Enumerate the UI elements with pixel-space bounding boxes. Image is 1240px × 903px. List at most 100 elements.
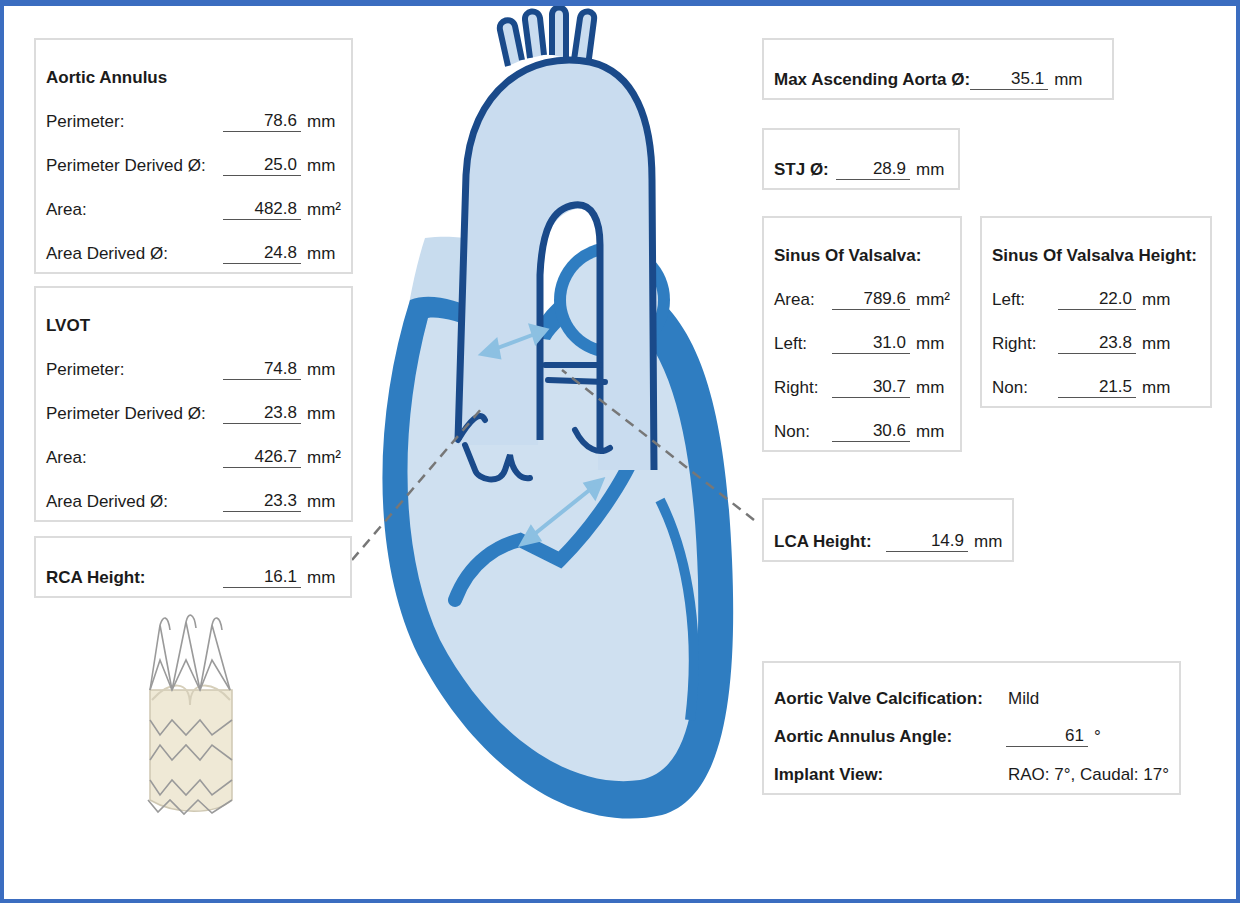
measure-row: Max Ascending Aorta Ø:35.1mm <box>774 48 1102 90</box>
measure-value: 23.8 <box>1058 333 1136 354</box>
measure-label: Non: <box>774 422 832 442</box>
measure-label: Area Derived Ø: <box>46 244 223 264</box>
measure-label: Max Ascending Aorta Ø: <box>774 70 970 90</box>
unit: mm² <box>301 448 341 468</box>
box-heading: Aortic Annulus <box>46 68 167 88</box>
measure-row: LVOT <box>46 296 341 336</box>
measure-row: Sinus Of Valsalva: <box>774 226 950 266</box>
measure-row: Perimeter Derived Ø:23.8mm <box>46 380 341 424</box>
measure-value: 21.5 <box>1058 377 1136 398</box>
measure-value: 78.6 <box>223 111 301 132</box>
measure-label: Area: <box>774 290 832 310</box>
measurement-box: LCA Height:14.9mm <box>762 498 1014 562</box>
measure-label: Left: <box>774 334 832 354</box>
unit: mm <box>301 112 335 132</box>
measure-label: Perimeter: <box>46 112 223 132</box>
unit: mm <box>301 404 335 424</box>
measure-row: Non:30.6mm <box>774 398 950 442</box>
measure-row: Left:31.0mm <box>774 310 950 354</box>
measure-row: Aortic Annulus Angle:61° <box>774 709 1169 747</box>
measure-value: 61 <box>1006 726 1088 747</box>
unit: mm <box>910 334 944 354</box>
measure-row: LCA Height:14.9mm <box>774 508 1002 552</box>
measure-row: Left:22.0mm <box>992 266 1200 310</box>
measure-row: Perimeter:74.8mm <box>46 336 341 380</box>
measure-row: Sinus Of Valsalva Height: <box>992 226 1200 266</box>
measure-row: Right:30.7mm <box>774 354 950 398</box>
unit: mm <box>910 160 944 180</box>
aorta-outer-wall <box>458 60 654 470</box>
measure-label: Perimeter Derived Ø: <box>46 404 223 424</box>
measure-label: Aortic Valve Calcification: <box>774 689 1006 709</box>
measure-value: 14.9 <box>886 531 968 552</box>
measurement-box: STJ Ø:28.9mm <box>762 128 960 190</box>
measure-row: Area:426.7mm² <box>46 424 341 468</box>
heart-wall <box>382 280 733 819</box>
measure-value: 25.0 <box>223 155 301 176</box>
measure-value: 426.7 <box>223 447 301 468</box>
measure-value: 74.8 <box>223 359 301 380</box>
measurement-box: Max Ascending Aorta Ø:35.1mm <box>762 38 1114 100</box>
measure-value: 23.8 <box>223 403 301 424</box>
unit: mm <box>1048 70 1082 90</box>
measure-row: Area Derived Ø:24.8mm <box>46 220 341 264</box>
measure-label: Right: <box>774 378 832 398</box>
unit: mm <box>301 360 335 380</box>
measure-value: 24.8 <box>223 243 301 264</box>
measure-label: Perimeter: <box>46 360 223 380</box>
measure-row: Perimeter:78.6mm <box>46 88 341 132</box>
measure-row: STJ Ø:28.9mm <box>774 138 948 180</box>
unit: mm² <box>910 290 950 310</box>
unit: ° <box>1088 727 1101 747</box>
measure-value: 31.0 <box>832 333 910 354</box>
measure-row: Aortic Valve Calcification:Mild <box>774 671 1169 709</box>
measure-label: Right: <box>992 334 1058 354</box>
box-heading: Sinus Of Valsalva: <box>774 246 921 266</box>
measure-value: 22.0 <box>1058 289 1136 310</box>
unit: mm <box>301 156 335 176</box>
measure-label: Area: <box>46 448 223 468</box>
measure-label: Aortic Annulus Angle: <box>774 727 1006 747</box>
measure-label: Implant View: <box>774 765 1006 785</box>
box-heading: Sinus Of Valsalva Height: <box>992 246 1197 266</box>
box-heading: LVOT <box>46 316 90 336</box>
unit: mm <box>301 244 335 264</box>
measure-label: RCA Height: <box>46 568 223 588</box>
measure-value: 789.6 <box>832 289 910 310</box>
measure-value: 23.3 <box>223 491 301 512</box>
lca-leader <box>562 370 754 520</box>
aorta-lumen <box>458 60 654 470</box>
measure-value: 16.1 <box>223 567 301 588</box>
unit: mm <box>910 378 944 398</box>
measure-label: LCA Height: <box>774 532 886 552</box>
measure-value: 482.8 <box>223 199 301 220</box>
valve-leaflet <box>575 430 610 451</box>
measure-row: Right:23.8mm <box>992 310 1200 354</box>
valve-leaflets <box>458 416 530 479</box>
measure-row: Area:789.6mm² <box>774 266 950 310</box>
measure-value: RAO: 7°, Caudal: 17° <box>1006 765 1169 785</box>
measurement-box: RCA Height:16.1mm <box>34 536 352 598</box>
measure-label: Left: <box>992 290 1058 310</box>
measure-label: Perimeter Derived Ø: <box>46 156 223 176</box>
unit: mm <box>910 422 944 442</box>
measurement-box: Aortic AnnulusPerimeter:78.6mmPerimeter … <box>34 38 353 274</box>
measure-row: Aortic Annulus <box>46 48 341 88</box>
measurement-box: LVOTPerimeter:74.8mmPerimeter Derived Ø:… <box>34 286 353 522</box>
ventricle-wall <box>660 500 694 720</box>
measure-value: Mild <box>1006 689 1039 709</box>
measurement-box: Sinus Of Valsalva:Area:789.6mm²Left:31.0… <box>762 216 962 452</box>
measure-label: Area Derived Ø: <box>46 492 223 512</box>
measure-row: Area Derived Ø:23.3mm <box>46 468 341 512</box>
measure-label: Non: <box>992 378 1058 398</box>
measurement-box: Aortic Valve Calcification:MildAortic An… <box>762 661 1181 795</box>
measurement-box: Sinus Of Valsalva Height:Left:22.0mmRigh… <box>980 216 1212 408</box>
unit: mm <box>301 568 335 588</box>
measure-value: 28.9 <box>836 159 910 180</box>
measure-value: 35.1 <box>970 69 1048 90</box>
measure-row: Perimeter Derived Ø:25.0mm <box>46 132 341 176</box>
unit: mm <box>301 492 335 512</box>
transcatheter-valve <box>148 615 232 814</box>
unit: mm <box>1136 378 1170 398</box>
